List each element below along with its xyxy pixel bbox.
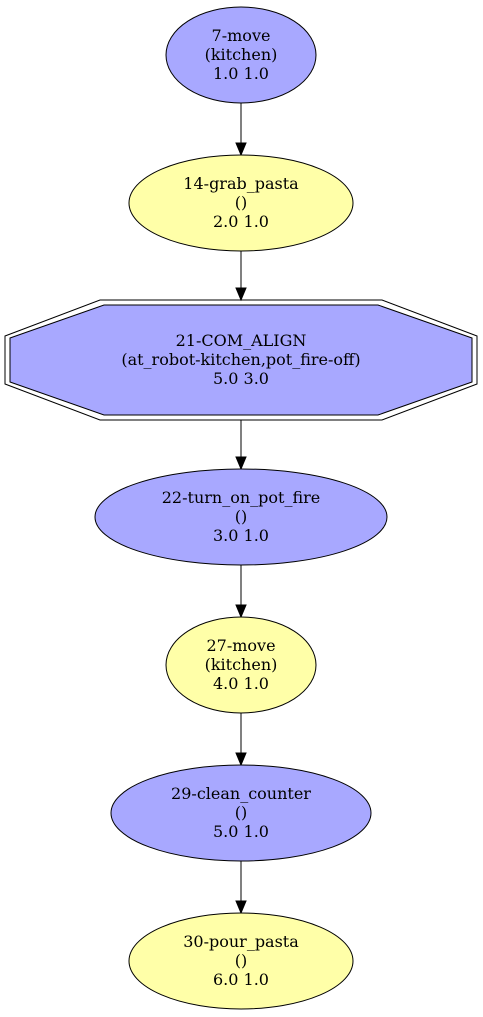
node-shape-octagon-outer bbox=[4, 299, 478, 421]
node-title: 7-move bbox=[212, 26, 271, 45]
node-args: () bbox=[235, 507, 247, 526]
arrowhead-icon bbox=[235, 900, 247, 915]
node-values: 1.0 1.0 bbox=[213, 64, 269, 83]
node-n30: 30-pour_pasta()6.0 1.0 bbox=[128, 912, 354, 1010]
node-shape-ellipse bbox=[94, 468, 388, 566]
arrowhead-icon bbox=[235, 456, 247, 471]
node-args: (kitchen) bbox=[205, 655, 278, 674]
node-title: 27-move bbox=[206, 636, 275, 655]
node-shape-ellipse bbox=[110, 764, 372, 862]
node-values: 4.0 1.0 bbox=[213, 674, 269, 693]
edge-n27-n29 bbox=[235, 713, 247, 767]
node-shape-ellipse bbox=[128, 154, 354, 252]
node-args: () bbox=[235, 193, 247, 212]
arrowhead-icon bbox=[235, 752, 247, 767]
node-shape-ellipse bbox=[165, 616, 317, 714]
node-args: () bbox=[235, 951, 247, 970]
node-args: (at_robot-kitchen,pot_fire-off) bbox=[121, 350, 360, 369]
node-args: (kitchen) bbox=[205, 45, 278, 64]
arrowhead-icon bbox=[235, 604, 247, 619]
node-n22: 22-turn_on_pot_fire()3.0 1.0 bbox=[94, 468, 388, 566]
node-layer: 7-move(kitchen)1.0 1.014-grab_pasta()2.0… bbox=[4, 6, 478, 1010]
arrowhead-icon bbox=[235, 142, 247, 157]
node-values: 5.0 1.0 bbox=[213, 822, 269, 841]
node-values: 6.0 1.0 bbox=[213, 970, 269, 989]
node-shape-ellipse bbox=[128, 912, 354, 1010]
edge-layer bbox=[235, 103, 247, 915]
edge-n21-n22 bbox=[235, 420, 247, 471]
node-n14: 14-grab_pasta()2.0 1.0 bbox=[128, 154, 354, 252]
edge-n22-n27 bbox=[235, 565, 247, 619]
node-title: 21-COM_ALIGN bbox=[176, 331, 307, 350]
node-title: 29-clean_counter bbox=[171, 784, 311, 803]
node-n7: 7-move(kitchen)1.0 1.0 bbox=[165, 6, 317, 104]
node-values: 2.0 1.0 bbox=[213, 212, 269, 231]
node-values: 5.0 3.0 bbox=[213, 369, 269, 388]
edge-n29-n30 bbox=[235, 861, 247, 915]
node-n27: 27-move(kitchen)4.0 1.0 bbox=[165, 616, 317, 714]
node-title: 30-pour_pasta bbox=[183, 932, 299, 951]
node-n29: 29-clean_counter()5.0 1.0 bbox=[110, 764, 372, 862]
node-shape-ellipse bbox=[165, 6, 317, 104]
node-n21: 21-COM_ALIGN(at_robot-kitchen,pot_fire-o… bbox=[4, 299, 478, 421]
node-args: () bbox=[235, 803, 247, 822]
arrowhead-icon bbox=[235, 287, 247, 302]
node-values: 3.0 1.0 bbox=[213, 526, 269, 545]
node-title: 22-turn_on_pot_fire bbox=[162, 488, 320, 507]
node-shape-octagon-inner bbox=[9, 304, 473, 416]
node-title: 14-grab_pasta bbox=[183, 174, 299, 193]
edge-n7-n14 bbox=[235, 103, 247, 157]
edge-n14-n21 bbox=[235, 251, 247, 302]
